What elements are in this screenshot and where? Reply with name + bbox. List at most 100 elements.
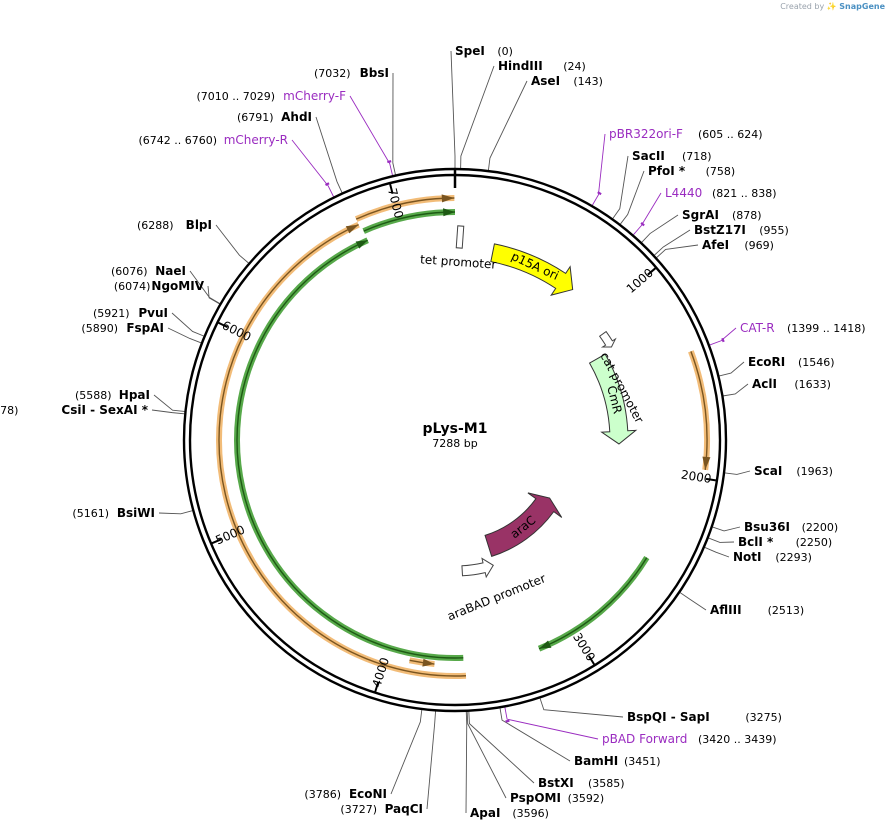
tick-mark — [389, 183, 394, 195]
tick-label: 7000 — [385, 187, 406, 220]
enzyme-name: BstXI — [538, 776, 574, 790]
enzyme-leader — [167, 327, 202, 344]
enzyme-position: (3585) — [588, 777, 625, 790]
green-track-arrowhead — [443, 208, 455, 217]
primer-name: CAT-R — [740, 321, 775, 335]
promoter-arrow — [598, 330, 617, 348]
enzyme-name: AhdI — [281, 110, 312, 124]
enzyme-name: ApaI — [470, 806, 500, 820]
enzyme-leader — [465, 711, 468, 814]
enzyme-leader — [704, 547, 730, 558]
primer-leader — [591, 133, 606, 206]
primer-mark — [640, 222, 645, 227]
orange-track-arrowhead — [345, 224, 359, 234]
primer-position: (1399 .. 1418) — [787, 322, 866, 335]
snapgene-logo-icon: ✨ — [826, 2, 837, 11]
tick-label: 3000 — [570, 630, 598, 663]
enzyme-leader — [656, 244, 699, 258]
enzyme-leader — [654, 229, 691, 256]
enzyme-leader — [723, 383, 749, 397]
enzyme-name: BamHI — [574, 754, 618, 768]
snapgene-credit: Created by ✨ SnapGene — [780, 2, 885, 11]
primer-position: (3420 .. 3439) — [698, 733, 777, 746]
enzyme-position: (24) — [563, 60, 586, 73]
primer-leader — [291, 139, 334, 197]
enzyme-name: BclI * — [738, 535, 774, 549]
enzyme-position: (5161) — [72, 507, 109, 520]
enzyme-position: (878) — [732, 209, 762, 222]
enzyme-name: PfoI * — [648, 164, 686, 178]
enzyme-leader — [488, 80, 528, 171]
enzyme-leader — [468, 711, 535, 784]
enzyme-leader — [499, 708, 571, 762]
enzyme-name: BbsI — [360, 66, 389, 80]
site-labels: SpeI(0)HindIII(24)AseI(143)SacII(718)Pfo… — [0, 44, 866, 820]
enzyme-name: PaqCI — [385, 802, 423, 816]
enzyme-leader — [215, 224, 249, 264]
green-track-halo — [537, 556, 650, 652]
enzyme-position: (6791) — [237, 111, 274, 124]
primer-position: (821 .. 838) — [712, 187, 777, 200]
enzyme-name: HpaI — [119, 388, 150, 402]
enzyme-leader — [390, 709, 423, 795]
enzyme-leader — [392, 72, 396, 175]
enzyme-position: (6288) — [137, 219, 174, 232]
green-track — [236, 239, 464, 659]
enzyme-name: AflIII — [710, 603, 742, 617]
enzyme-name: NgoMIV — [151, 279, 204, 293]
primer-name: pBR322ori-F — [609, 127, 683, 141]
feature-label: araBAD promoter — [445, 571, 547, 623]
enzyme-position: (955) — [759, 224, 789, 237]
credit-brand: SnapGene — [839, 2, 885, 11]
orange-track — [218, 223, 467, 677]
primer-name: mCherry-R — [224, 133, 288, 147]
promoter-arrow — [461, 557, 494, 579]
enzyme-leader — [679, 592, 707, 611]
tick-mark — [647, 267, 657, 276]
enzyme-position: (6076) — [111, 265, 148, 278]
enzyme-position: (718) — [682, 150, 712, 163]
primer-mark — [387, 160, 392, 164]
enzyme-position: (3592) — [568, 792, 605, 805]
enzyme-position: (969) — [744, 239, 774, 252]
enzyme-name: BlpI — [186, 218, 212, 232]
enzyme-name: AseI — [531, 74, 560, 88]
enzyme-position: (1546) — [798, 356, 835, 369]
enzyme-leader — [719, 361, 745, 377]
enzyme-position: (2250) — [796, 536, 833, 549]
plasmid-name: pLys-M1 — [423, 421, 488, 437]
green-track-arrowhead — [539, 640, 552, 649]
enzyme-name: FspAI — [126, 321, 164, 335]
enzyme-position: (5578) — [0, 404, 18, 417]
plasmid-length: 7288 bp — [432, 437, 477, 450]
enzyme-leader — [450, 50, 456, 168]
primer-position: (7010 .. 7029) — [196, 90, 275, 103]
enzyme-position: (758) — [706, 165, 736, 178]
primer-leader — [709, 327, 737, 346]
enzyme-position: (5890) — [81, 322, 118, 335]
enzyme-name: BspQI - SapI — [627, 710, 710, 724]
enzyme-position: (3727) — [340, 803, 377, 816]
green-track — [538, 557, 648, 650]
tick-label: 1000 — [624, 266, 656, 297]
primer-position: (605 .. 624) — [698, 128, 763, 141]
enzyme-name: SgrAI — [682, 208, 719, 222]
enzyme-name: HindIII — [498, 59, 543, 73]
green-track-halo — [234, 237, 464, 661]
enzyme-position: (3275) — [745, 711, 782, 724]
backbone-outer-ring — [182, 167, 728, 713]
primer-name: L4440 — [665, 186, 702, 200]
enzyme-position: (0) — [497, 45, 513, 58]
leader-lines — [151, 50, 751, 814]
primer-name: pBAD Forward — [602, 732, 687, 746]
enzyme-name: EcoRI — [748, 355, 785, 369]
enzyme-name: AclI — [752, 377, 777, 391]
enzyme-name: PspOMI — [510, 791, 561, 805]
orange-track-arrowhead — [441, 194, 455, 203]
enzyme-name: SacII — [632, 149, 665, 163]
feature-tracks — [216, 194, 711, 679]
enzyme-leader — [189, 270, 220, 304]
tick-mark — [705, 477, 717, 482]
enzyme-position: (1633) — [794, 378, 831, 391]
